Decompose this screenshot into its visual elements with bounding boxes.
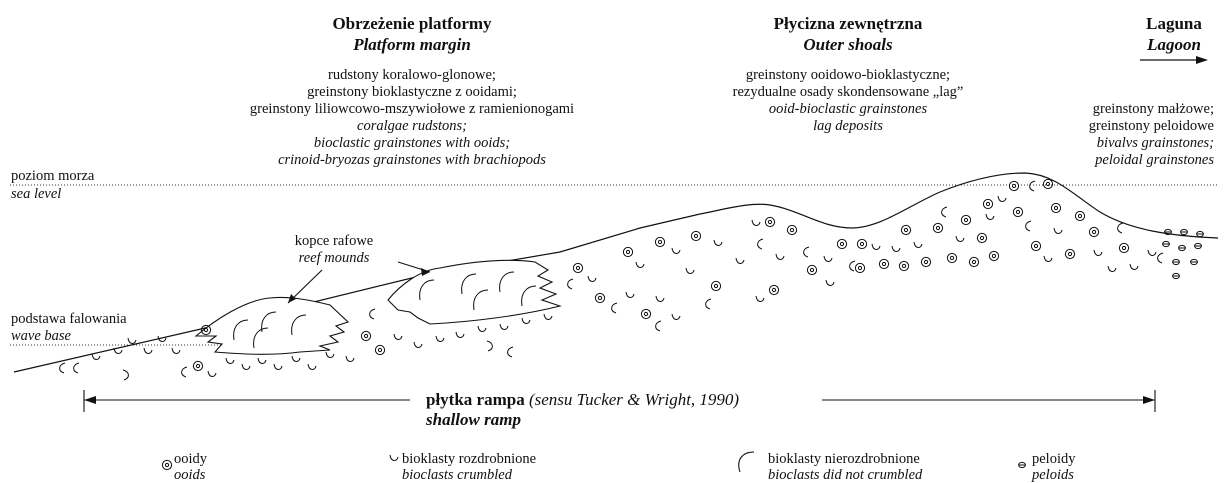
- ramp-title: płytka rampa: [426, 390, 525, 409]
- lagoon-facies-en-2: peloidal grainstones: [1095, 152, 1214, 169]
- margin-subtitle: Platform margin: [353, 35, 471, 55]
- margin-title: Obrzeżenie platformy: [332, 14, 491, 34]
- reef-mound-1: [196, 297, 348, 354]
- peloid-icon: [1019, 462, 1026, 467]
- legend-peloids-en: peloids: [1032, 467, 1076, 483]
- legend-bioclasts-whole: bioklasty nierozdrobnione bioclasts did …: [768, 451, 922, 483]
- margin-facies-en-3: crinoid-bryozas grainstones with brachio…: [278, 152, 546, 169]
- shoals-facies-pl-2: rezydualne osady skondensowane „lag”: [733, 84, 964, 101]
- reef-mound-2: [388, 260, 560, 324]
- reef-mounds-label: kopce rafowe: [295, 233, 374, 250]
- legend-ooids-en: ooids: [174, 467, 207, 483]
- margin-facies-pl-2: greinstony bioklastyczne z ooidami;: [307, 84, 517, 101]
- sea-level-label-en: sea level: [11, 186, 61, 203]
- ramp-title-en: shallow ramp: [426, 410, 521, 430]
- lagoon-title: Laguna: [1146, 14, 1202, 34]
- wave-base-label: podstawa falowania: [11, 311, 127, 328]
- shoals-title: Płycizna zewnętrzna: [774, 14, 923, 34]
- legend-bioclasts-crumbled-en: bioclasts crumbled: [402, 467, 536, 483]
- legend-ooids: ooidy ooids: [174, 451, 207, 483]
- margin-facies-pl-1: rudstony koralowo-glonowe;: [328, 67, 496, 84]
- lagoon-facies-en-1: bivalvs grainstones;: [1097, 135, 1214, 152]
- bioclast-crumbled-icon: [390, 455, 398, 461]
- ooid-icon: [162, 460, 171, 469]
- sea-level-label: poziom morza: [11, 168, 94, 185]
- margin-facies-pl-3: greinstony liliowcowo-mszywiołowe z rami…: [250, 101, 574, 118]
- sediment-profile: [14, 173, 1218, 372]
- lagoon-subtitle: Lagoon: [1147, 35, 1201, 55]
- margin-facies-en-2: bioclastic grainstones with ooids;: [314, 135, 510, 152]
- shoals-subtitle: Outer shoals: [803, 35, 892, 55]
- wave-base-label-en: wave base: [11, 328, 71, 345]
- margin-facies-en-1: coralgae rudstons;: [357, 118, 467, 135]
- lagoon-facies-pl-1: greinstony małżowe;: [1093, 101, 1214, 118]
- ramp-reference: (sensu Tucker & Wright, 1990): [529, 390, 739, 409]
- legend-bioclasts-whole-pl: bioklasty nierozdrobnione: [768, 451, 922, 467]
- legend-bioclasts-crumbled: bioklasty rozdrobnione bioclasts crumble…: [402, 451, 536, 483]
- legend-ooids-pl: ooidy: [174, 451, 207, 467]
- bioclast-whole-icon: [739, 452, 754, 472]
- shoals-facies-pl-1: greinstony ooidowo-bioklastyczne;: [746, 67, 950, 84]
- legend-bioclasts-whole-en: bioclasts did not crumbled: [768, 467, 922, 483]
- reef-mounds-label-en: reef mounds: [299, 250, 370, 267]
- shoals-facies-en-1: ooid-bioclastic grainstones: [769, 101, 927, 118]
- legend-peloids: peloidy peloids: [1032, 451, 1076, 483]
- lagoon-facies-pl-2: greinstony peloidowe: [1089, 118, 1214, 135]
- shoals-facies-en-2: lag deposits: [813, 118, 883, 135]
- legend-peloids-pl: peloidy: [1032, 451, 1076, 467]
- legend-bioclasts-crumbled-pl: bioklasty rozdrobnione: [402, 451, 536, 467]
- ramp-label: płytka rampa (sensu Tucker & Wright, 199…: [426, 390, 739, 410]
